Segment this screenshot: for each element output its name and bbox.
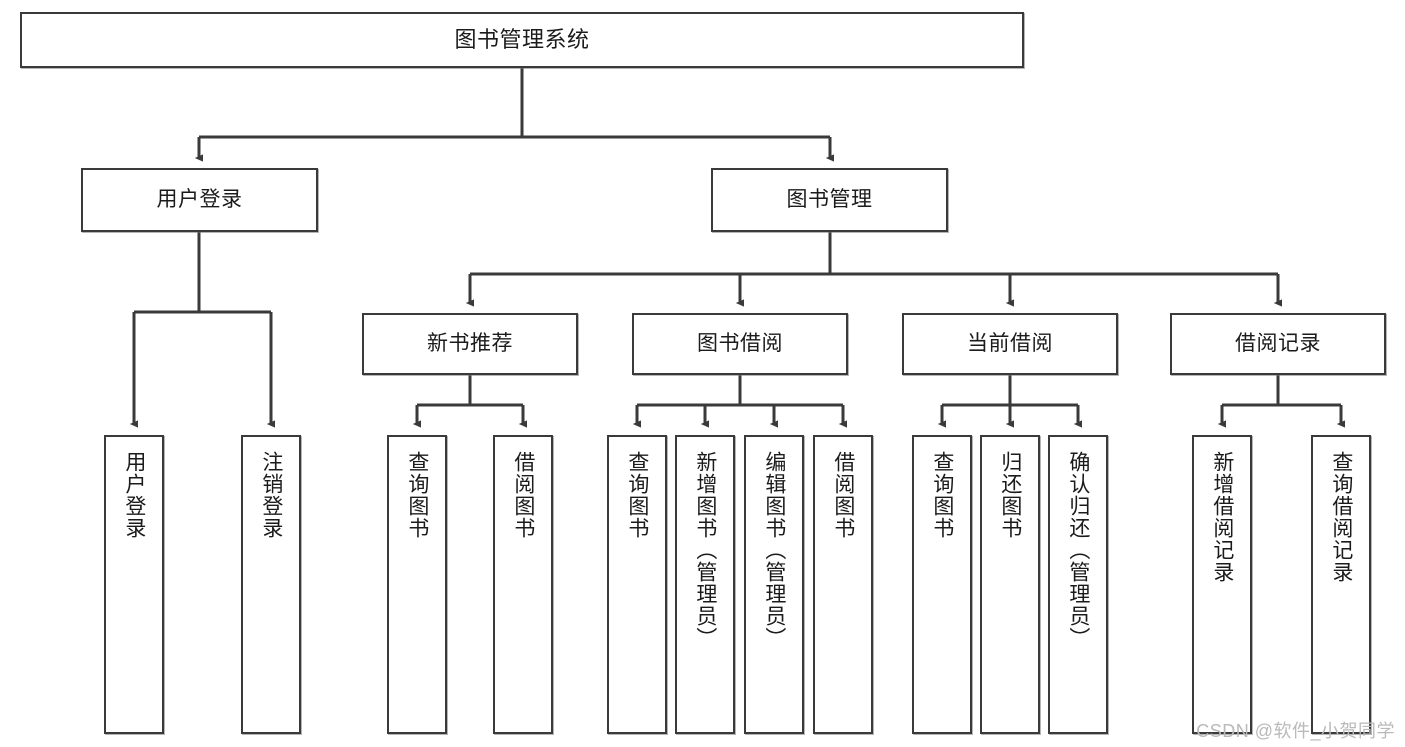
node-leaf-confirm-return[interactable]: 确认归还（管理员） — [1048, 435, 1108, 734]
node-leaf-add-borrow-record[interactable]: 新增借阅记录 — [1192, 435, 1252, 734]
node-borrow-record[interactable]: 借阅记录 — [1170, 313, 1386, 375]
node-label: 借阅记录 — [1235, 331, 1321, 355]
node-leaf-return-book[interactable]: 归还图书 — [980, 435, 1040, 734]
node-label: 用户登录 — [122, 451, 146, 539]
node-leaf-edit-book[interactable]: 编辑图书（管理员） — [744, 435, 804, 734]
node-root-book-management-system[interactable]: 图书管理系统 — [20, 12, 1024, 68]
node-label: 借阅图书 — [511, 451, 535, 539]
node-leaf-query-book-current[interactable]: 查询图书 — [912, 435, 972, 734]
node-current-borrow[interactable]: 当前借阅 — [902, 313, 1118, 375]
node-leaf-query-book-borrow[interactable]: 查询图书 — [607, 435, 667, 734]
node-leaf-borrow-book-recommend[interactable]: 借阅图书 — [493, 435, 553, 734]
node-label: 图书管理系统 — [454, 27, 590, 53]
node-label: 确认归还（管理员） — [1066, 451, 1090, 649]
node-label: 归还图书 — [998, 451, 1022, 539]
node-label: 查询图书 — [405, 451, 429, 539]
node-label: 新书推荐 — [427, 331, 513, 355]
node-leaf-user-logout[interactable]: 注销登录 — [241, 435, 301, 734]
node-label: 查询图书 — [625, 451, 649, 539]
node-label: 图书管理 — [786, 187, 873, 211]
node-label: 新增图书（管理员） — [693, 451, 717, 649]
node-leaf-add-book[interactable]: 新增图书（管理员） — [675, 435, 735, 734]
node-label: 当前借阅 — [967, 331, 1053, 355]
node-label: 编辑图书（管理员） — [762, 451, 786, 649]
node-label: 用户登录 — [156, 187, 243, 211]
node-book-borrow[interactable]: 图书借阅 — [632, 313, 848, 375]
node-book-manage[interactable]: 图书管理 — [711, 168, 948, 232]
node-leaf-query-book-recommend[interactable]: 查询图书 — [387, 435, 447, 734]
node-label: 借阅图书 — [831, 451, 855, 539]
node-user-login[interactable]: 用户登录 — [81, 168, 318, 232]
node-label: 查询借阅记录 — [1329, 451, 1353, 583]
node-leaf-borrow-book[interactable]: 借阅图书 — [813, 435, 873, 734]
node-label: 图书借阅 — [697, 331, 783, 355]
node-label: 查询图书 — [930, 451, 954, 539]
node-new-book-recommend[interactable]: 新书推荐 — [362, 313, 578, 375]
node-leaf-user-login[interactable]: 用户登录 — [104, 435, 164, 734]
node-label: 注销登录 — [259, 451, 283, 539]
node-leaf-query-borrow-record[interactable]: 查询借阅记录 — [1311, 435, 1371, 734]
node-label: 新增借阅记录 — [1210, 451, 1234, 583]
